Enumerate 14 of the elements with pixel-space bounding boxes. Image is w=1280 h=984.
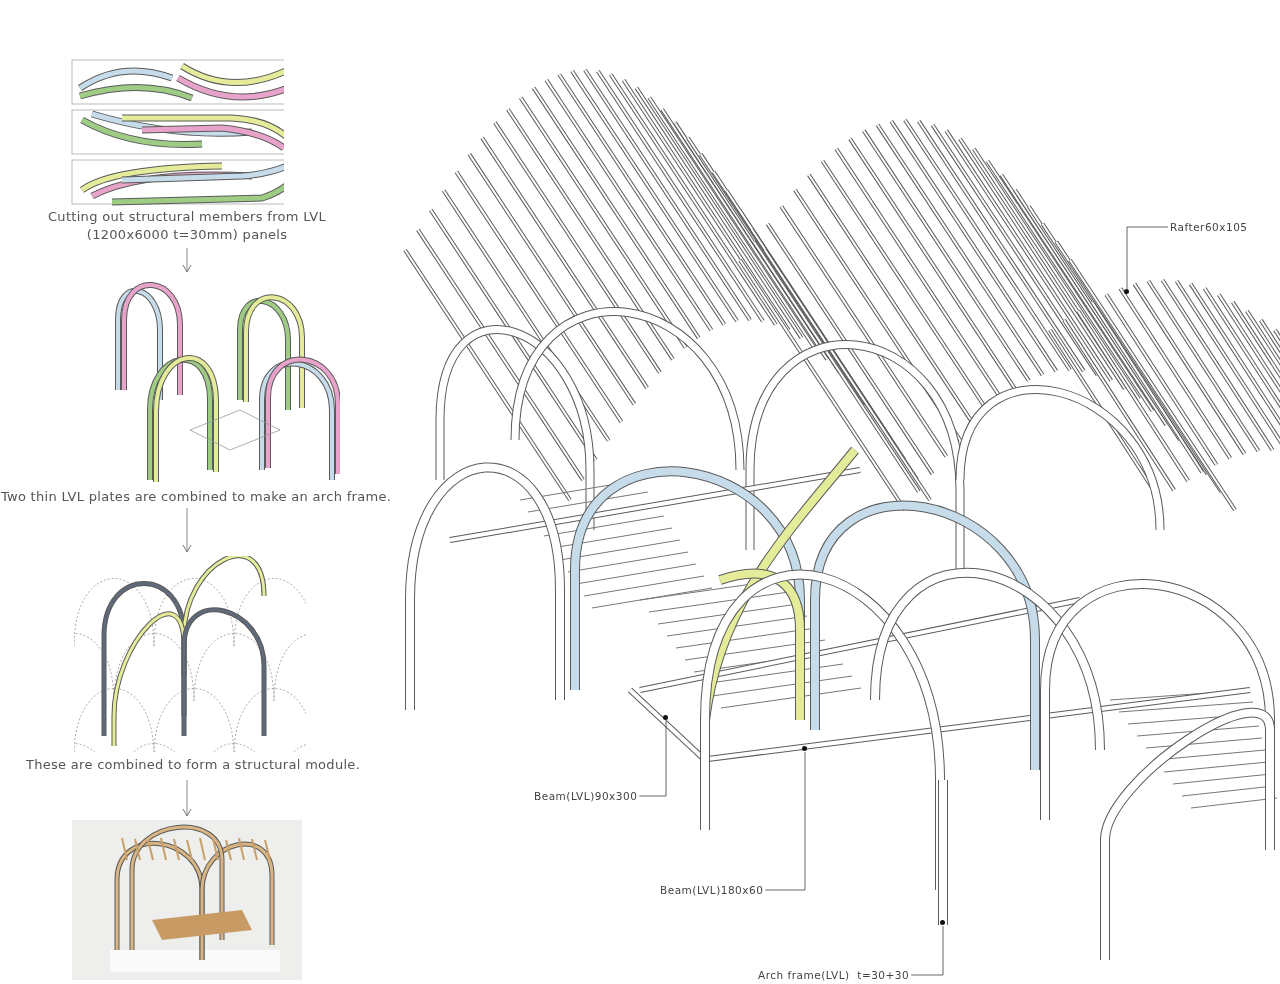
part-label: Arch frame(LVL) t=30+30 — [758, 969, 910, 981]
leader-line — [910, 925, 944, 976]
arrow — [182, 507, 192, 553]
part-label: Rafter60x105 — [1170, 221, 1248, 233]
leader-line — [1126, 226, 1169, 290]
leader-line — [638, 720, 667, 797]
arrow — [182, 779, 192, 817]
step-caption: Two thin LVL plates are combined to make an arch frame. — [0, 488, 393, 506]
step-caption: These are combined to form a structural module. — [24, 756, 362, 774]
leader-line — [764, 751, 806, 891]
step-caption: Cutting out structural members from LVL (1200x6000 t=30mm) panels — [47, 208, 327, 244]
part-label: Beam(LVL)90x300 — [534, 790, 638, 802]
part-label: Beam(LVL)180x60 — [660, 884, 764, 896]
arrow — [182, 247, 192, 273]
